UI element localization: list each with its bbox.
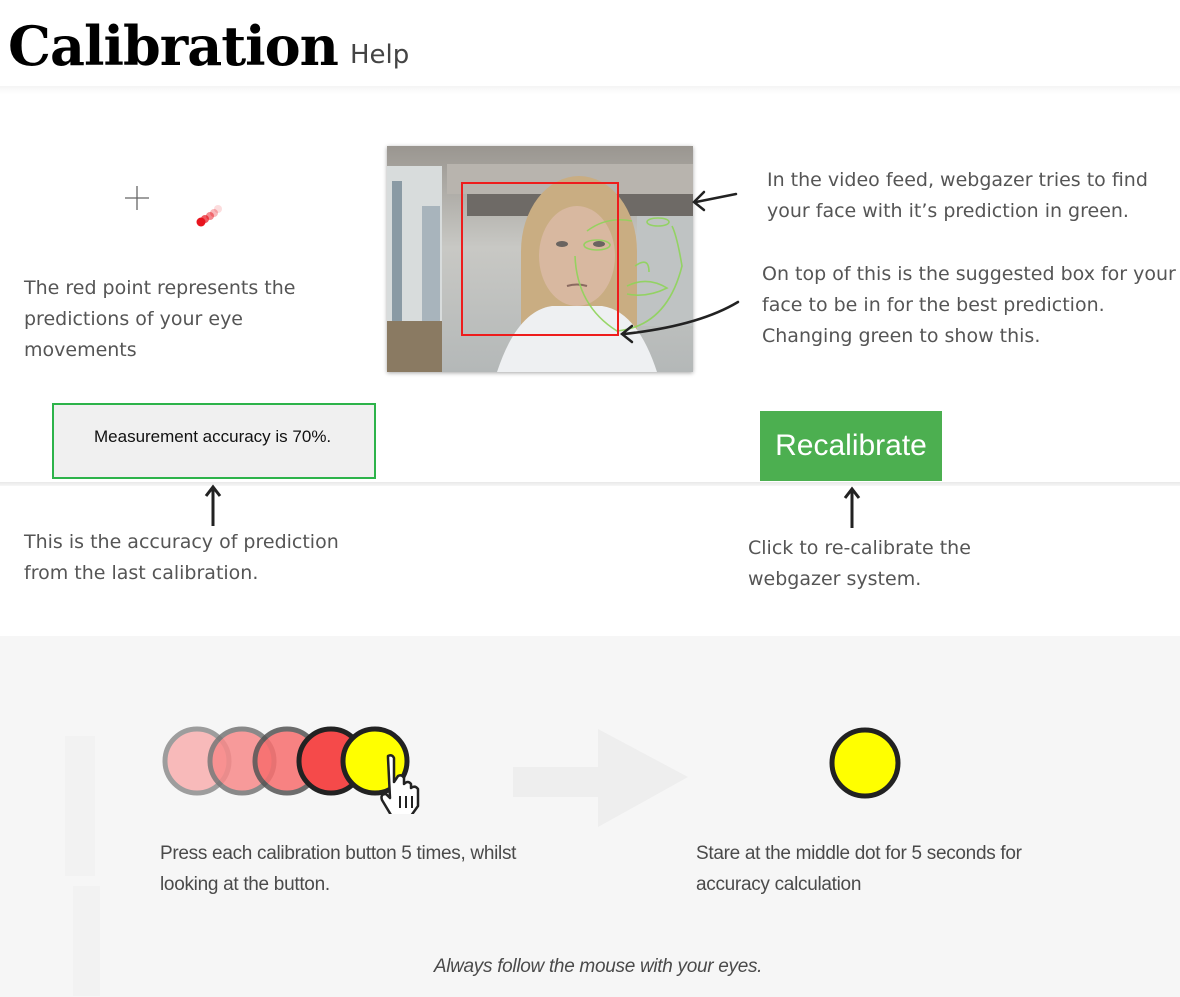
header-divider [0, 86, 1180, 94]
accuracy-text: Measurement accuracy is 70%. [94, 427, 332, 446]
arrow-right-icon [513, 729, 688, 827]
press-instruction: Press each calibration button 5 times, w… [160, 843, 517, 895]
crosshair-icon [125, 186, 149, 210]
arrow-up-icon [843, 486, 861, 528]
help-link[interactable]: Help [350, 40, 410, 70]
recalibrate-description: Click to re-calibrate the webgazer syste… [748, 537, 971, 590]
recalibrate-button[interactable]: Recalibrate [760, 411, 942, 481]
header: Calibration Help [0, 0, 1180, 86]
instructions-panel: Press each calibration button 5 times, w… [0, 636, 1180, 997]
video-feed-description: In the video feed, webgazer tries to fin… [767, 169, 1148, 222]
gaze-point-description: The red point represents the predictions… [24, 277, 296, 361]
arrow-up-icon [204, 484, 222, 526]
video-feed [387, 146, 693, 372]
webcam-image [387, 146, 693, 372]
accuracy-description: This is the accuracy of prediction from … [24, 531, 339, 584]
decorative-ghost-bar [65, 736, 100, 996]
calibration-clicks-illustration [162, 726, 420, 814]
face-box-description: On top of this is the suggested box for … [762, 263, 1176, 347]
arrow-curved-icon [619, 300, 740, 344]
section-divider [0, 482, 1180, 486]
accuracy-display: Measurement accuracy is 70%. [52, 403, 376, 479]
follow-mouse-note: Always follow the mouse with your eyes. [433, 956, 763, 977]
arrow-left-icon [692, 190, 738, 212]
page-title: Calibration [8, 14, 339, 78]
stare-instruction: Stare at the middle dot for 5 seconds fo… [696, 843, 1022, 895]
hand-pointer-icon [380, 754, 420, 814]
gaze-prediction-dot-icon [196, 205, 222, 227]
middle-dot-icon [829, 727, 901, 799]
